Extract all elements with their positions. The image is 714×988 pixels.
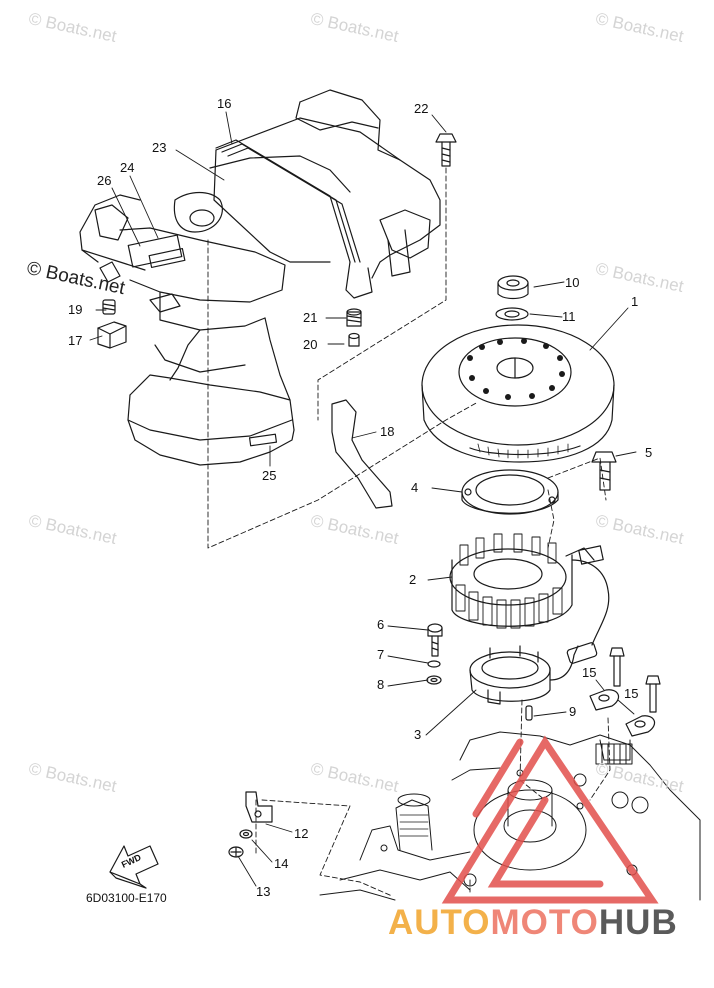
washer-14 bbox=[239, 829, 253, 839]
callout-10: 10 bbox=[565, 275, 580, 290]
stator-2 bbox=[449, 533, 610, 664]
washer-11 bbox=[495, 307, 529, 321]
callout-17: 17 bbox=[68, 333, 83, 348]
flywheel-cover bbox=[79, 89, 441, 466]
bracket-12 bbox=[245, 791, 273, 823]
nut-10 bbox=[497, 275, 529, 300]
bolt-22 bbox=[435, 133, 457, 167]
callout-7: 7 bbox=[377, 647, 385, 662]
brand-part-moto: MOTO bbox=[490, 903, 599, 942]
callout-3: 3 bbox=[414, 727, 422, 742]
washer-8 bbox=[426, 675, 442, 685]
powerhead bbox=[319, 731, 701, 901]
callout-19: 19 bbox=[68, 302, 83, 317]
bolt-6 bbox=[427, 623, 443, 657]
callout-16: 16 bbox=[217, 96, 232, 111]
flywheel-holes bbox=[467, 338, 565, 400]
callout-21: 21 bbox=[303, 310, 318, 325]
callout-9: 9 bbox=[569, 704, 577, 719]
callout-6: 6 bbox=[377, 617, 385, 632]
callout-18: 18 bbox=[380, 424, 395, 439]
callout-20: 20 bbox=[303, 337, 318, 352]
pulser-coil-3 bbox=[469, 645, 579, 705]
plate-4 bbox=[461, 469, 559, 515]
clamp-15-right bbox=[625, 675, 661, 737]
callout-24: 24 bbox=[120, 160, 135, 175]
callout-8: 8 bbox=[377, 677, 385, 692]
callout-5: 5 bbox=[645, 445, 653, 460]
brand-wordmark: AUTOMOTOHUB bbox=[388, 903, 678, 943]
grommet-20 bbox=[348, 332, 360, 347]
bolt-5 bbox=[591, 451, 617, 491]
spring-21 bbox=[346, 308, 362, 327]
washer-7 bbox=[427, 660, 441, 668]
dashed-guides bbox=[207, 167, 611, 897]
callout-26: 26 bbox=[97, 173, 112, 188]
part-code: 6D03100-E170 bbox=[86, 891, 167, 905]
callout-14: 14 bbox=[274, 856, 289, 871]
callout-22: 22 bbox=[414, 101, 429, 116]
callout-2: 2 bbox=[409, 572, 417, 587]
screw-13 bbox=[228, 846, 244, 858]
callout-4: 4 bbox=[411, 480, 419, 495]
callout-13: 13 bbox=[256, 884, 271, 899]
callout-1: 1 bbox=[631, 294, 639, 309]
leader-lines bbox=[89, 111, 637, 887]
callout-23: 23 bbox=[152, 140, 167, 155]
callout-15: 15 bbox=[582, 665, 597, 680]
callout-15: 15 bbox=[624, 686, 639, 701]
callout-25: 25 bbox=[262, 468, 277, 483]
pin-9 bbox=[525, 705, 533, 721]
brand-part-hub: HUB bbox=[598, 903, 678, 942]
brand-logo-icon bbox=[441, 735, 659, 904]
callout-12: 12 bbox=[294, 826, 309, 841]
callout-11: 11 bbox=[562, 309, 576, 324]
clamp-15-left bbox=[589, 647, 625, 711]
bracket-18 bbox=[331, 399, 393, 509]
block-17 bbox=[97, 321, 127, 349]
fwd-arrow-icon bbox=[109, 845, 159, 889]
spring-19 bbox=[102, 299, 116, 315]
brand-part-auto: AUTO bbox=[388, 903, 491, 942]
flywheel-1 bbox=[421, 324, 615, 463]
